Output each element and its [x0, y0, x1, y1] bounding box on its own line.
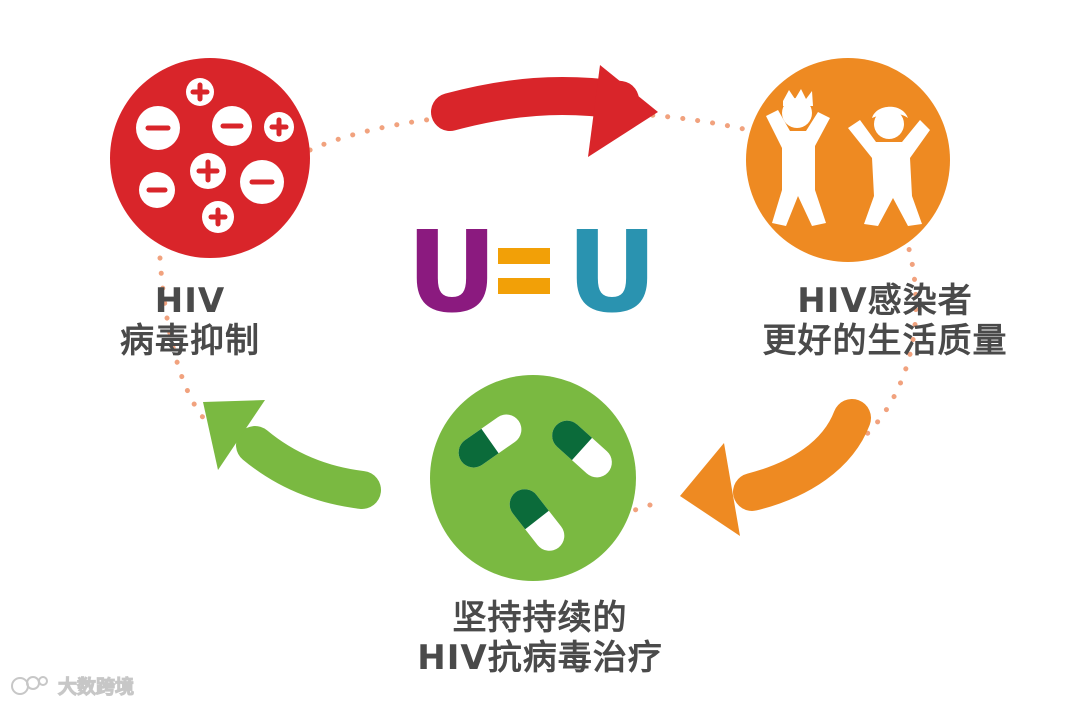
uequalsu-title: U U: [407, 208, 658, 338]
label-line: HIV抗病毒治疗: [417, 638, 663, 678]
label-viral-suppression: HIV 病毒抑制: [90, 281, 290, 361]
label-line: 更好的生活质量: [762, 321, 1008, 361]
label-line: 坚持持续的: [452, 598, 628, 638]
label-line: 病毒抑制: [120, 321, 260, 361]
arrow-quality-to-treatment: [680, 399, 871, 536]
equals-bottom-bar: [498, 278, 550, 294]
logo-icon: [11, 676, 48, 695]
label-treatment: 坚持持续的 HIV抗病毒治疗: [360, 598, 720, 678]
people-figures-icon: [746, 58, 950, 262]
title-left-u: U: [407, 208, 498, 338]
watermark: 大数跨境: [8, 672, 134, 698]
label-quality-of-life: HIV感染者 更好的生活质量: [720, 281, 1050, 361]
equals-top-bar: [498, 248, 550, 264]
arrow-treatment-to-suppression: [203, 400, 381, 509]
capsules-icon: [430, 375, 636, 581]
label-line: HIV感染者: [797, 281, 973, 321]
title-right-u: U: [567, 208, 658, 338]
label-line: HIV: [154, 281, 226, 321]
arrow-suppression-to-quality: [431, 65, 658, 157]
plus-minus-particles-icon: [110, 58, 310, 258]
watermark-text: 大数跨境: [57, 675, 135, 698]
